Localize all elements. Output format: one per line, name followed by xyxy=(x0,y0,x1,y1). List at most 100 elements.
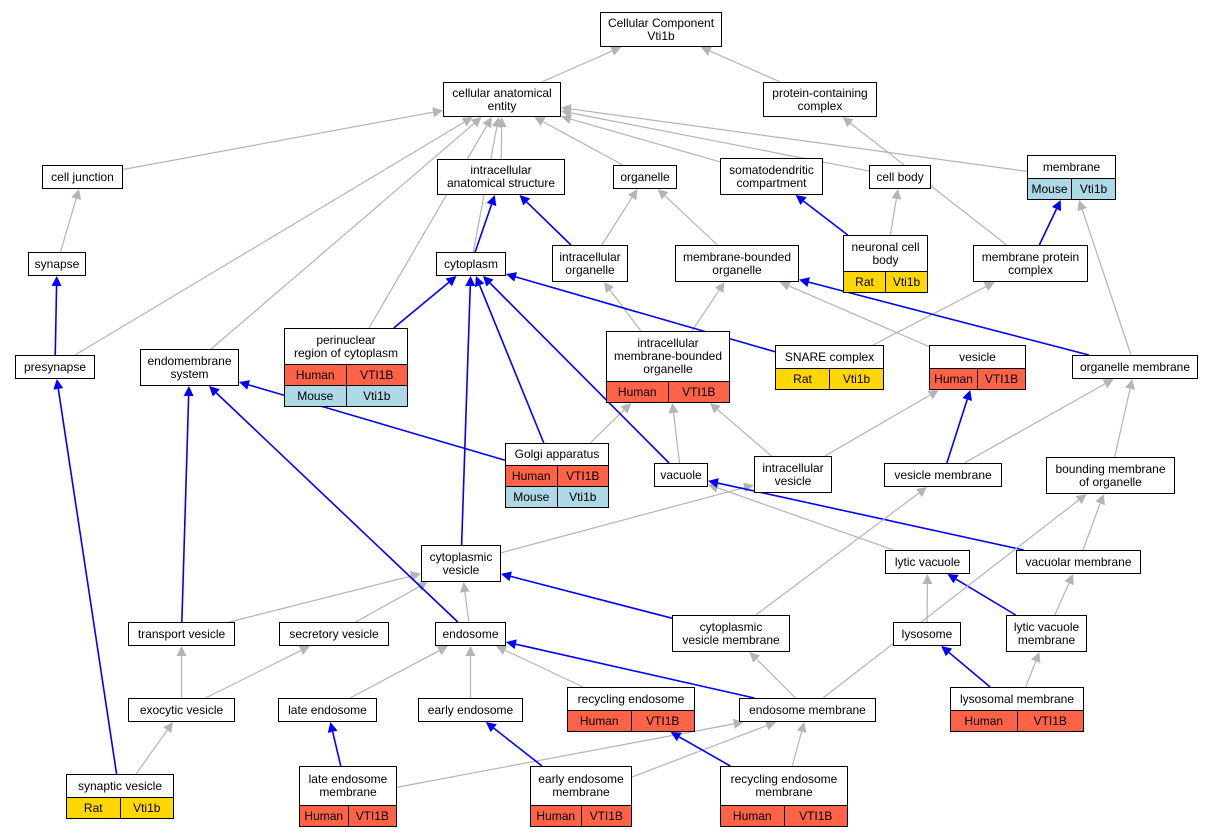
term-node-mbo[interactable]: membrane-bounded organelle xyxy=(675,245,799,282)
term-node-early-endo[interactable]: early endosome xyxy=(418,698,523,722)
term-label: cytoplasmic vesicle xyxy=(429,549,493,577)
edge-is-a-endomembrane xyxy=(210,123,475,350)
edge-part-of-vacuole xyxy=(489,282,670,464)
term-node-iv[interactable]: intracellular vesicle xyxy=(754,456,832,493)
term-node-organelle[interactable]: organelle xyxy=(613,165,677,189)
edge-arrowhead xyxy=(610,46,622,56)
gene-cell: VTI1B xyxy=(783,806,848,826)
term-node-vacuole[interactable]: vacuole xyxy=(654,463,708,487)
edge-is-a-ncb xyxy=(889,198,897,236)
edge-is-a-somato xyxy=(570,118,721,163)
term-node-somato[interactable]: somatodendritic compartment xyxy=(720,158,823,195)
edge-is-a-membrane xyxy=(570,108,1028,172)
edge-is-a-bmo xyxy=(1114,388,1131,458)
term-node-synapse[interactable]: synapse xyxy=(28,252,86,276)
edge-is-a-lytic-vac xyxy=(717,487,894,551)
term-node-pcc[interactable]: protein-containing complex xyxy=(763,82,877,117)
edge-is-a-late-endo xyxy=(349,650,440,699)
term-node-late-endo[interactable]: late endosome xyxy=(278,698,377,722)
gene-cell: VTI1B xyxy=(580,806,632,826)
term-node-vac-mem[interactable]: vacuolar membrane xyxy=(1016,550,1141,574)
edge-arrowhead xyxy=(922,574,933,585)
term-node-imbo[interactable]: intracellular membrane-bounded organelle… xyxy=(606,331,730,403)
term-label: lysosomal membrane xyxy=(959,691,1075,706)
term-node-ias[interactable]: intracellular anatomical structure xyxy=(437,159,565,195)
edge-arrowhead xyxy=(842,117,854,128)
edge-part-of-vac-mem xyxy=(717,482,1024,551)
edge-arrowhead xyxy=(183,386,194,397)
edge-arrowhead xyxy=(239,380,251,390)
gene-cell: Vti1b xyxy=(1071,179,1115,199)
term-node-cae[interactable]: cellular anatomical entity xyxy=(443,82,561,117)
term-node-org-mem[interactable]: organelle membrane xyxy=(1072,355,1198,379)
edge-arrowhead xyxy=(176,646,187,656)
term-node-presynapse[interactable]: presynapse xyxy=(15,355,95,379)
edge-is-a-lvm xyxy=(1054,582,1070,616)
edge-arrowhead xyxy=(1064,574,1074,586)
term-node-lytic-vac[interactable]: lytic vacuole xyxy=(885,550,970,574)
term-label: membrane-bounded organelle xyxy=(682,249,792,277)
term-node-lvm[interactable]: lytic vacuole membrane xyxy=(1006,615,1087,652)
species-cell: Human xyxy=(536,809,576,823)
edge-arrowhead xyxy=(506,639,517,650)
term-node-secretory[interactable]: secretory vesicle xyxy=(279,622,389,646)
species-cell: Mouse xyxy=(297,389,334,403)
term-node-cyto-ves[interactable]: cytoplasmic vesicle xyxy=(421,545,501,582)
species-cell: Human xyxy=(732,809,772,823)
edge-is-a-golgi xyxy=(589,409,625,444)
term-node-ves-mem[interactable]: vesicle membrane xyxy=(884,463,1002,487)
term-node-intra-org[interactable]: intracellular organelle xyxy=(552,245,628,282)
term-label: transport vesicle xyxy=(137,626,226,641)
term-node-endo-mem[interactable]: endosome membrane xyxy=(739,698,876,722)
edge-part-of-org-mem xyxy=(808,281,1090,356)
term-node-transport[interactable]: transport vesicle xyxy=(128,622,235,646)
edge-is-a-imbo xyxy=(691,289,720,332)
term-node-cell-body[interactable]: cell body xyxy=(869,165,931,189)
term-node-endosome[interactable]: endosome xyxy=(435,622,506,646)
term-node-root[interactable]: Cellular Component Vti1b xyxy=(600,12,722,47)
term-node-lysosome[interactable]: lysosome xyxy=(893,622,961,646)
term-node-cytoplasm[interactable]: cytoplasm xyxy=(436,252,506,276)
term-node-cvm[interactable]: cytoplasmic vesicle membrane xyxy=(672,615,790,652)
term-label: endosome membrane xyxy=(749,702,866,717)
term-label: endomembrane system xyxy=(147,353,232,381)
edge-part-of-endosome xyxy=(215,392,459,623)
edge-is-a-secretory xyxy=(355,586,420,623)
edge-part-of-cvm xyxy=(510,575,673,619)
term-node-mpc[interactable]: membrane protein complex xyxy=(973,245,1088,282)
species-cell: Rat xyxy=(793,372,812,386)
term-label: protein-containing complex xyxy=(772,85,868,113)
edge-part-of-ncb xyxy=(803,200,849,236)
edge-is-a-lyso-mem xyxy=(1025,661,1037,688)
gene-cell: VTI1B xyxy=(630,711,695,731)
species-cell: Mouse xyxy=(1031,182,1068,196)
term-node-cell-junction[interactable]: cell junction xyxy=(42,165,123,189)
edge-arrowhead xyxy=(983,282,995,292)
edge-part-of-perinuclear xyxy=(393,281,450,329)
term-node-endomembrane[interactable]: endomembrane system xyxy=(140,349,239,386)
edge-arrowhead xyxy=(486,195,497,207)
edge-is-a-cell-junction xyxy=(122,111,434,171)
term-node-bmo[interactable]: bounding membrane of organelle xyxy=(1046,457,1175,494)
term-node-exocytic[interactable]: exocytic vesicle xyxy=(128,698,235,722)
edge-part-of-transport xyxy=(181,395,190,623)
species-cell: Human xyxy=(964,714,1004,728)
edge-is-a-vesicle xyxy=(788,285,930,348)
